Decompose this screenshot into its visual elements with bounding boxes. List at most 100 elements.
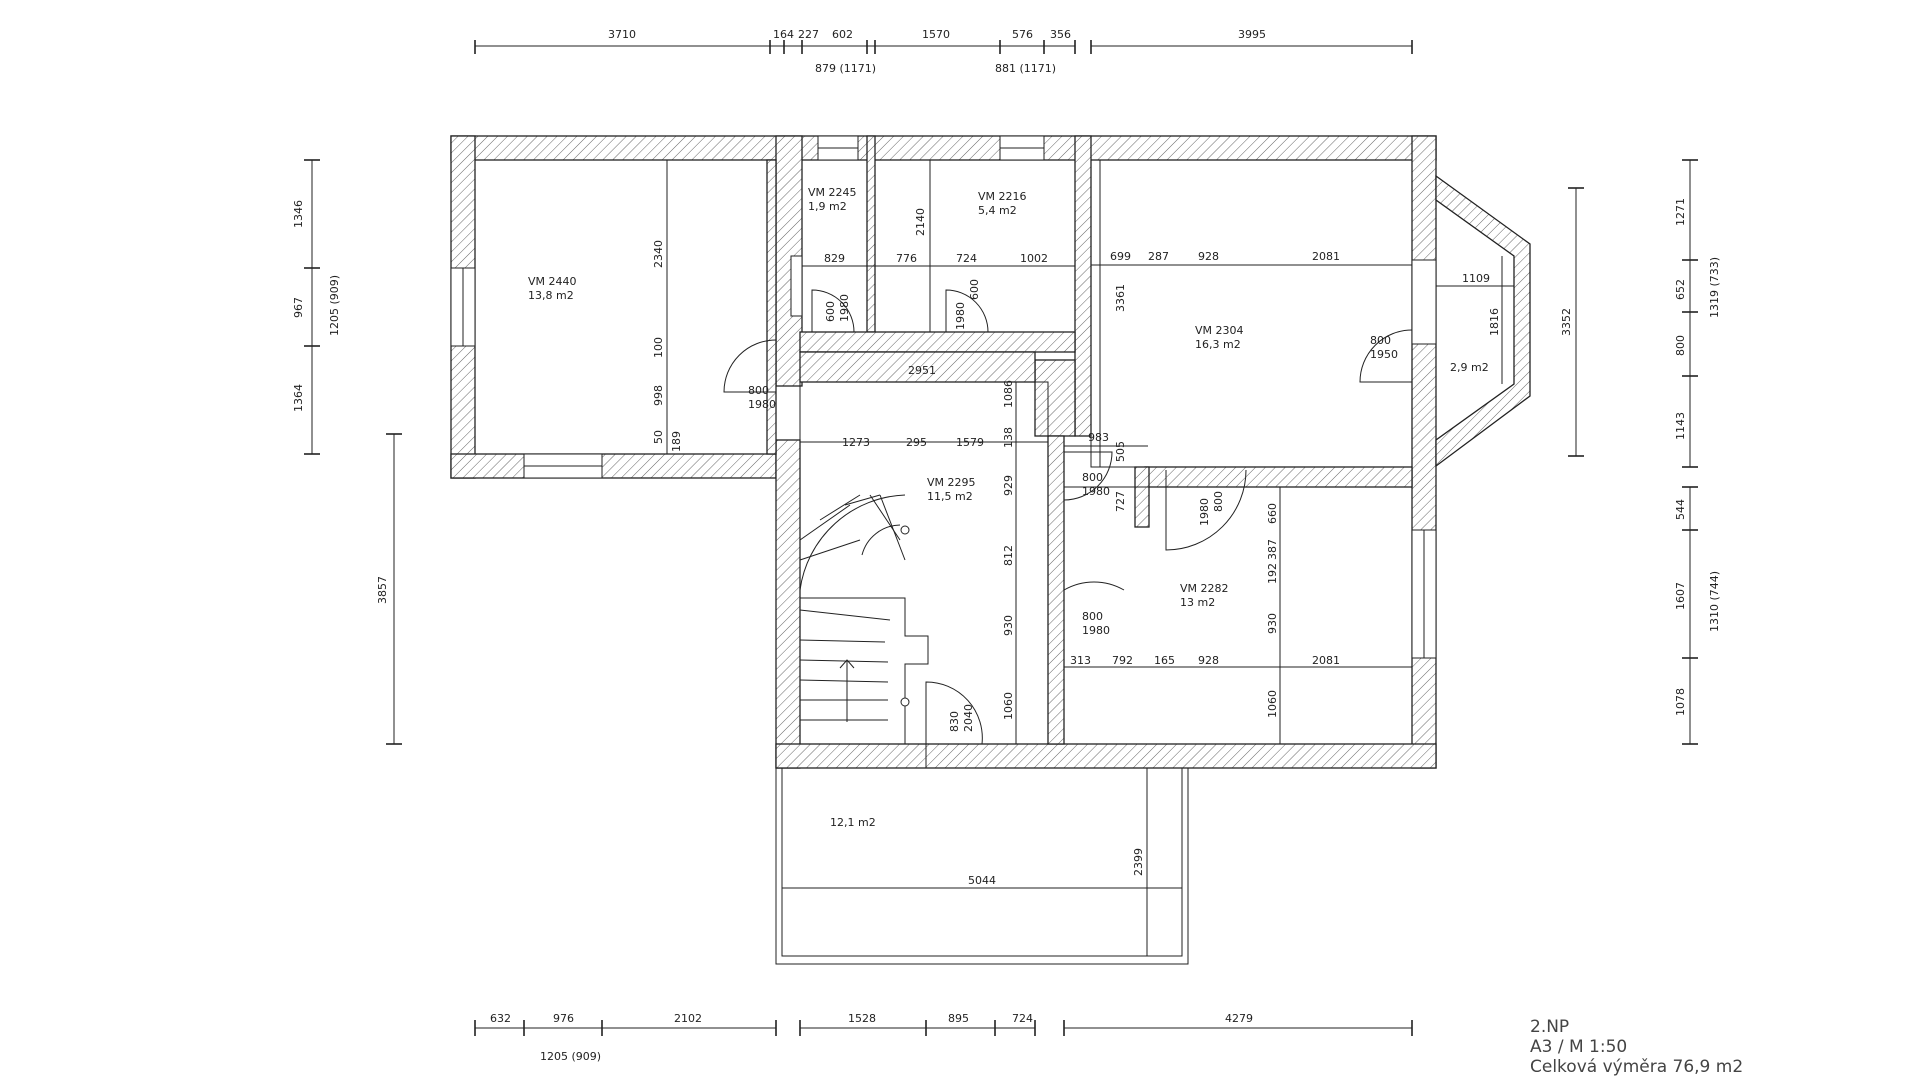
room-area: 13 m2 xyxy=(1180,596,1215,609)
dim-label: 2081 xyxy=(1312,654,1340,667)
inner-dimension-lines xyxy=(666,160,1514,956)
dim-label: 967 xyxy=(292,297,305,318)
dim-chain-right xyxy=(1568,159,1698,745)
room-area: 16,3 m2 xyxy=(1195,338,1241,351)
dim-label: 1607 xyxy=(1674,582,1687,610)
dim-label: 1364 xyxy=(292,384,305,412)
dim-label: 2040 xyxy=(962,704,975,732)
dim-label: 1319 (733) xyxy=(1708,257,1721,318)
dim-label: 1060 xyxy=(1002,692,1015,720)
room-area: 1,9 m2 xyxy=(808,200,847,213)
dim-label: 1143 xyxy=(1674,412,1687,440)
dim-label: 652 xyxy=(1674,279,1687,300)
dim-label: 1205 (909) xyxy=(540,1050,601,1063)
dim-label: 1002 xyxy=(1020,252,1048,265)
dim-label: 998 xyxy=(652,385,665,406)
dim-label: 800 xyxy=(1370,334,1391,347)
dim-label: 50 xyxy=(652,430,665,444)
room-id: VM 2440 xyxy=(528,275,577,288)
dim-label: 800 xyxy=(1082,471,1103,484)
dim-label: 1086 xyxy=(1002,380,1015,408)
dim-label: 227 xyxy=(798,28,819,41)
dim-label: 632 xyxy=(490,1012,511,1025)
dim-label: 3710 xyxy=(608,28,636,41)
dim-label: 1980 xyxy=(954,302,967,330)
windows xyxy=(450,135,1437,659)
room-id: VM 2245 xyxy=(808,186,857,199)
dim-label: 881 (1171) xyxy=(995,62,1056,75)
dim-label: 165 xyxy=(1154,654,1175,667)
dim-label: 3995 xyxy=(1238,28,1266,41)
dim-label: 1273 xyxy=(842,436,870,449)
dim-label: 928 xyxy=(1198,654,1219,667)
dim-label: 313 xyxy=(1070,654,1091,667)
room-id: VM 2295 xyxy=(927,476,976,489)
dim-label: 2399 xyxy=(1132,848,1145,876)
dim-label: 2081 xyxy=(1312,250,1340,263)
dim-label: 1579 xyxy=(956,436,984,449)
dim-label: 776 xyxy=(896,252,917,265)
dim-chain-top xyxy=(474,40,1413,54)
dim-label: 1060 xyxy=(1266,690,1279,718)
dim-label: 1346 xyxy=(292,200,305,228)
dim-label: 2102 xyxy=(674,1012,702,1025)
dim-label: 930 xyxy=(1002,615,1015,636)
dim-label: 1109 xyxy=(1462,272,1490,285)
dim-label: 699 xyxy=(1110,250,1131,263)
room-area: 11,5 m2 xyxy=(927,490,973,503)
dim-label: 3857 xyxy=(376,576,389,604)
dim-labels-left: 1346 967 1364 1205 (909) 3857 xyxy=(292,200,389,604)
room-area: 13,8 m2 xyxy=(528,289,574,302)
dim-label: 287 xyxy=(1148,250,1169,263)
dim-label: 1980 xyxy=(1198,498,1211,526)
dim-label: 5044 xyxy=(968,874,996,887)
dim-label: 1816 xyxy=(1488,308,1501,336)
dim-label: 600 xyxy=(824,301,837,322)
room-labels: VM 2440 13,8 m2 VM 2245 1,9 m2 VM 2216 5… xyxy=(528,186,1489,829)
dim-label: 387 xyxy=(1266,539,1279,560)
dim-label: 3361 xyxy=(1114,284,1127,312)
total-area-label: Celková výměra 76,9 m2 xyxy=(1530,1057,1743,1077)
dim-label: 1078 xyxy=(1674,688,1687,716)
dim-label: 930 xyxy=(1266,613,1279,634)
dim-labels-bottom: 632 976 2102 1528 895 724 4279 1205 (909… xyxy=(490,1012,1253,1063)
dim-labels-inner: 2340 100 998 50 189 829 776 724 1002 214… xyxy=(652,208,1501,887)
dim-labels-top: 3710 164 227 602 1570 576 356 3995 879 (… xyxy=(608,28,1266,75)
room-area: 12,1 m2 xyxy=(830,816,876,829)
dim-chain-left xyxy=(304,159,402,745)
dim-label: 164 xyxy=(773,28,794,41)
dim-label: 800 xyxy=(1212,491,1225,512)
dim-label: 602 xyxy=(832,28,853,41)
dim-chain-bottom xyxy=(474,1020,1413,1036)
dim-label: 2140 xyxy=(914,208,927,236)
dim-label: 2951 xyxy=(908,364,936,377)
staircase xyxy=(799,494,929,744)
dim-label: 138 xyxy=(1002,427,1015,448)
dim-label: 1528 xyxy=(848,1012,876,1025)
dim-label: 1570 xyxy=(922,28,950,41)
dim-label: 1950 xyxy=(1370,348,1398,361)
dim-label: 829 xyxy=(824,252,845,265)
dim-label: 1980 xyxy=(1082,485,1110,498)
room-area: 2,9 m2 xyxy=(1450,361,1489,374)
dim-label: 544 xyxy=(1674,499,1687,520)
dim-label: 295 xyxy=(906,436,927,449)
title-block: 2.NP A3 / M 1:50 Celková výměra 76,9 m2 xyxy=(1530,1017,1743,1077)
dim-label: 983 xyxy=(1088,431,1109,444)
dim-label: 792 xyxy=(1112,654,1133,667)
dim-label: 660 xyxy=(1266,503,1279,524)
dim-label: 1310 (744) xyxy=(1708,571,1721,632)
dim-label: 724 xyxy=(1012,1012,1033,1025)
dim-label: 830 xyxy=(948,711,961,732)
room-id: VM 2304 xyxy=(1195,324,1244,337)
dim-label: 189 xyxy=(670,431,683,452)
dim-label: 1980 xyxy=(838,294,851,322)
room-id: VM 2216 xyxy=(978,190,1027,203)
dim-label: 895 xyxy=(948,1012,969,1025)
dim-label: 576 xyxy=(1012,28,1033,41)
dim-label: 727 xyxy=(1114,491,1127,512)
dim-label: 812 xyxy=(1002,545,1015,566)
dim-label: 928 xyxy=(1198,250,1219,263)
room-id: VM 2282 xyxy=(1180,582,1229,595)
dim-label: 1205 (909) xyxy=(328,275,341,336)
